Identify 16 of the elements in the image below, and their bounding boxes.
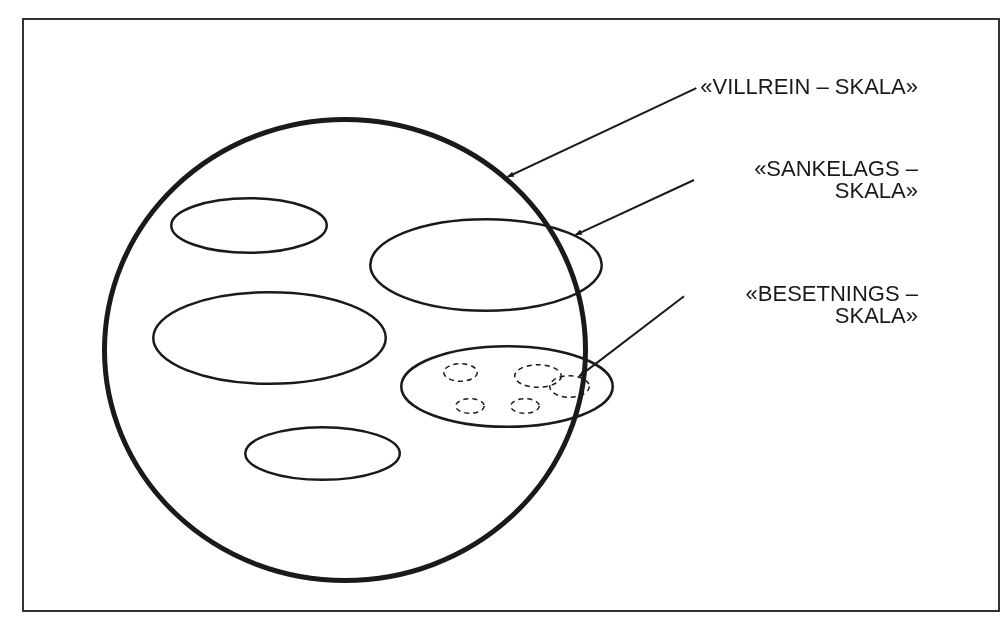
leader-arrow — [578, 295, 685, 378]
ellipse-outline — [514, 364, 562, 388]
ellipse-outline — [455, 398, 485, 414]
scale-label: «BESETNINGS – SKALA» — [688, 283, 918, 327]
ellipse-outline — [244, 426, 401, 481]
scale-label: «VILLREIN – SKALA» — [700, 76, 918, 98]
ellipse-outline — [400, 345, 614, 428]
ellipse-outline — [549, 375, 590, 398]
ellipse-outline — [369, 218, 603, 312]
ellipse-outline — [152, 291, 387, 385]
ellipse-outline — [170, 197, 328, 254]
ellipse-outline — [510, 398, 540, 414]
leader-arrow — [506, 87, 698, 178]
leader-arrow — [574, 179, 695, 236]
scale-label: «SANKELAGS – SKALA» — [698, 158, 918, 202]
ellipse-outline — [443, 363, 478, 382]
